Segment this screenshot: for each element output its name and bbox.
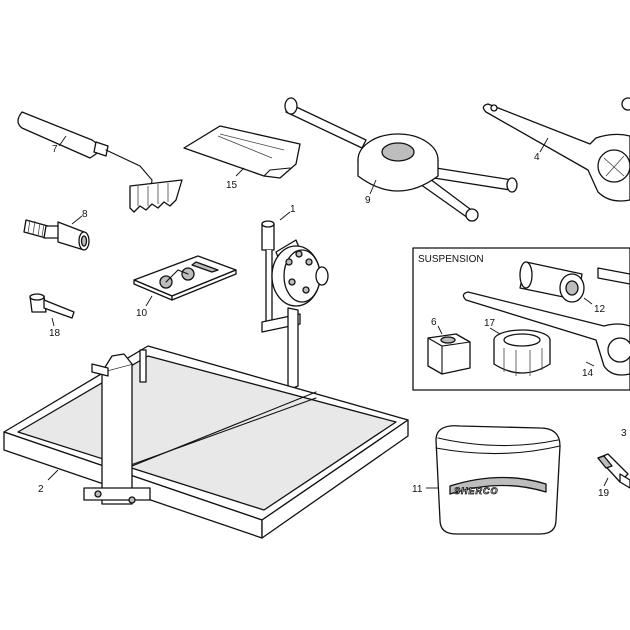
- part-9-hub-tool[interactable]: [284, 97, 518, 222]
- part-6-block[interactable]: [427, 333, 471, 375]
- callout-9: 9: [365, 195, 371, 206]
- part-1-stand[interactable]: [261, 220, 329, 391]
- callout-3: 3: [621, 428, 627, 439]
- callout-12: 12: [594, 304, 606, 315]
- callout-8: 8: [82, 209, 88, 220]
- callout-2: 2: [38, 484, 44, 495]
- part-8-adapter[interactable]: [23, 219, 90, 251]
- part-15-plate[interactable]: [183, 125, 301, 179]
- part-10-manual[interactable]: [133, 255, 237, 301]
- part-edge-circle: [621, 97, 630, 111]
- part-17-ring-clamp[interactable]: [493, 329, 551, 376]
- callout-15: 15: [226, 180, 238, 191]
- callout-11: 11: [412, 484, 423, 495]
- callout-10: 10: [136, 308, 148, 319]
- part-7-scraper-tool[interactable]: [17, 111, 183, 213]
- callout-17: 17: [484, 318, 496, 329]
- callout-19: 19: [598, 488, 610, 499]
- part-11-bag[interactable]: SHERCO: [435, 425, 561, 535]
- callout-18: 18: [49, 328, 61, 339]
- part-14-spanner[interactable]: [462, 291, 630, 376]
- callout-1: 1: [290, 204, 296, 215]
- part-2-tray[interactable]: [3, 345, 409, 539]
- bag-brand-logo: SHERCO: [454, 486, 499, 496]
- callout-6: 6: [431, 317, 437, 328]
- part-12-tube-socket[interactable]: [519, 261, 630, 303]
- part-18-pin[interactable]: [29, 293, 75, 319]
- part-19-valve-tool[interactable]: [597, 453, 630, 489]
- inset-title: SUSPENSION: [418, 254, 484, 265]
- part-4-wrench[interactable]: [482, 103, 630, 202]
- callout-14: 14: [582, 368, 594, 379]
- callout-4: 4: [534, 152, 540, 163]
- callout-7: 7: [52, 144, 58, 155]
